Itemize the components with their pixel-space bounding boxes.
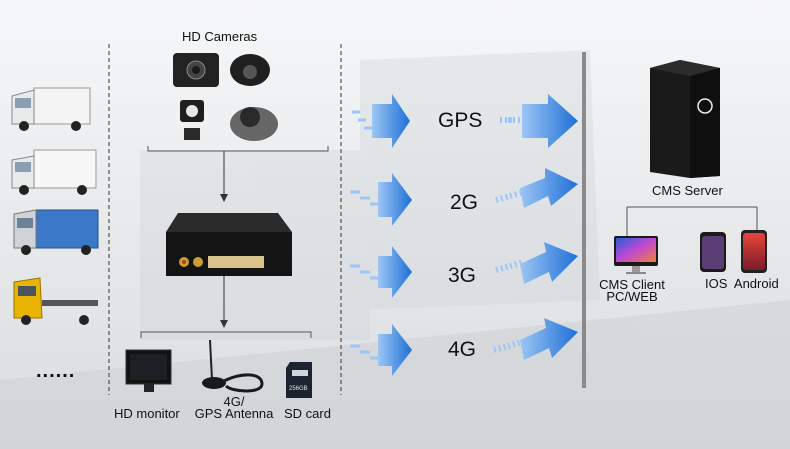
truck-icon bbox=[13, 277, 98, 325]
ball-camera-icon bbox=[230, 107, 278, 141]
android-phone-icon bbox=[741, 230, 767, 273]
antenna-label: 4G/ GPS Antenna bbox=[189, 394, 279, 421]
monitor-icon bbox=[125, 349, 172, 392]
dome-camera-icon bbox=[230, 54, 270, 86]
mini-camera-icon bbox=[180, 100, 204, 140]
network-label-3g: 3G bbox=[448, 264, 477, 287]
network-label-2g: 2G bbox=[450, 191, 479, 214]
sdcard-label: SD card bbox=[284, 406, 331, 421]
cameras-label: HD Cameras bbox=[182, 29, 258, 44]
mdvr-device bbox=[166, 213, 292, 276]
client-bracket bbox=[626, 206, 758, 237]
cms-client-label: CMS Client PC/WEB bbox=[597, 277, 667, 304]
network-arrow-2g bbox=[350, 168, 578, 226]
sdcard-icon bbox=[286, 362, 312, 398]
peripheral-bracket bbox=[140, 331, 312, 338]
network-arrow-gps bbox=[352, 94, 578, 148]
imac-icon bbox=[614, 236, 658, 274]
network-arrow-4g bbox=[350, 318, 578, 376]
network-label-gps: GPS bbox=[438, 109, 483, 132]
server-tower-icon bbox=[650, 60, 720, 178]
arrow-down-icon bbox=[220, 320, 228, 328]
antenna-line1: 4G/ bbox=[223, 394, 245, 409]
antenna-icon bbox=[202, 339, 264, 393]
ahd-camera-icon bbox=[173, 53, 219, 87]
arrow-down-icon bbox=[220, 194, 228, 202]
mobile-label: IOS Android bbox=[705, 276, 779, 291]
camera-bracket bbox=[147, 146, 329, 152]
network-label-4g: 4G bbox=[448, 338, 477, 361]
cms-server-label: CMS Server bbox=[652, 183, 723, 198]
truck-icon bbox=[11, 149, 97, 195]
more-vehicles-ellipsis: ...... bbox=[36, 360, 76, 382]
cms-client-line2: PC/WEB bbox=[606, 289, 658, 304]
divider-line bbox=[582, 52, 586, 388]
cms-client-line1: CMS Client bbox=[599, 277, 665, 292]
monitor-label: HD monitor bbox=[114, 406, 180, 421]
iphone-icon bbox=[700, 232, 726, 272]
antenna-line2: GPS Antenna bbox=[194, 406, 274, 421]
sdcard-chip-text: 256GB bbox=[289, 386, 308, 392]
network-arrow-3g bbox=[350, 242, 578, 298]
truck-icon bbox=[13, 209, 99, 255]
truck-icon bbox=[11, 87, 91, 131]
